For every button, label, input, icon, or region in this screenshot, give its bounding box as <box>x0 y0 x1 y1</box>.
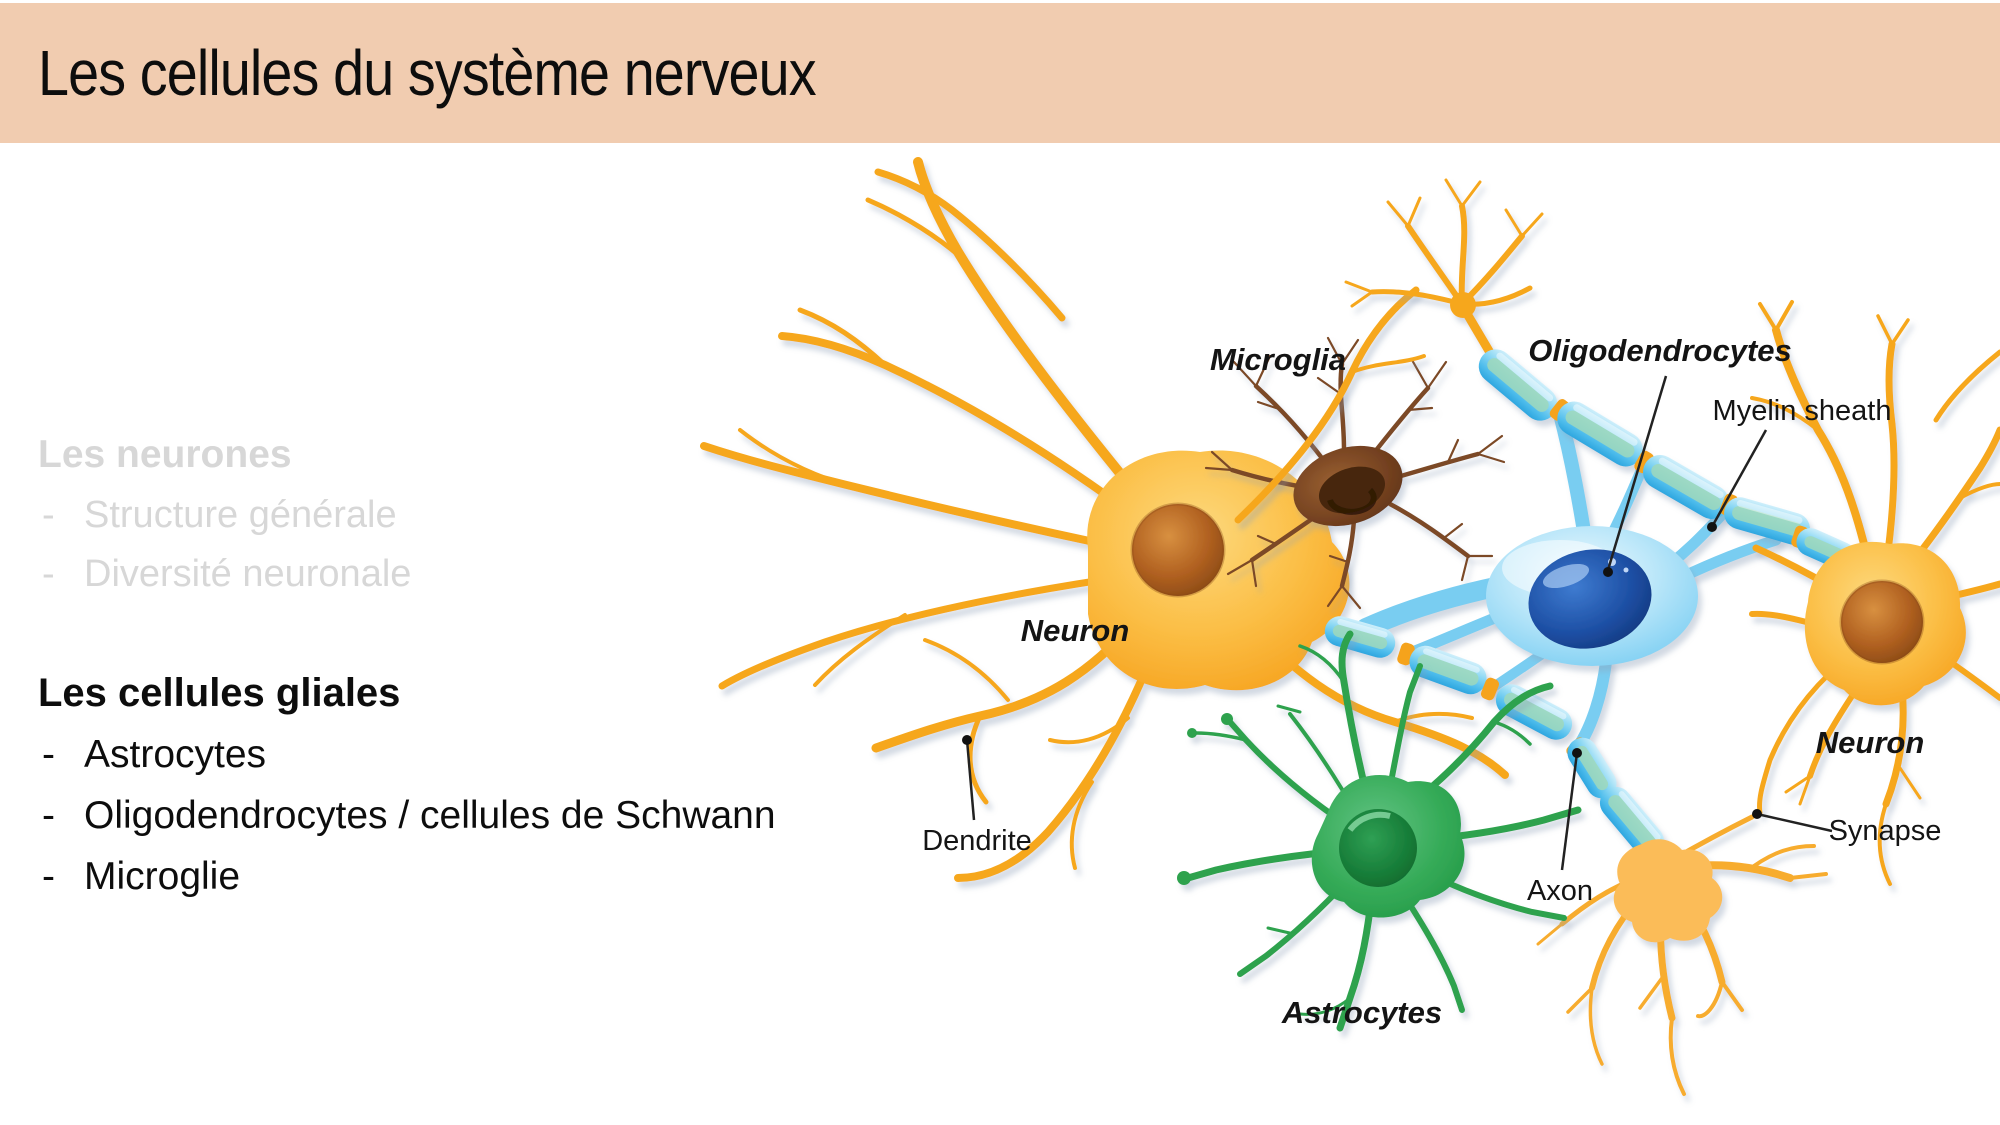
astrocyte-nucleus <box>1339 809 1417 887</box>
bullet-item-oligodendrocytes: - Oligodendrocytes / cellules de Schwann <box>38 785 776 846</box>
label-synapse: Synapse <box>1829 815 1942 847</box>
dendrite-target-dot <box>962 735 972 745</box>
label-oligodendrocytes: Oligodendrocytes <box>1528 333 1792 368</box>
bullet-item-microglie: - Microglie <box>38 846 776 907</box>
axon-target-dot <box>1572 748 1582 758</box>
pointer-dendrite-line <box>965 739 976 821</box>
bullet-label: Oligodendrocytes / cellules de Schwann <box>84 794 776 837</box>
neuron-top-dendrites <box>1344 178 1544 361</box>
pointer-synapse-line <box>1756 812 1833 833</box>
neuron-left-nucleus <box>1132 504 1224 596</box>
astrocyte-cell <box>1177 630 1582 1032</box>
pointer-oligodendrocytes-line <box>1606 375 1668 571</box>
bullet-item-diversite-neuronale: - Diversité neuronale <box>38 545 411 604</box>
neuron-right-nucleus <box>1841 581 1923 663</box>
neuron-right-cell <box>1749 300 2000 886</box>
label-microglia: Microglia <box>1210 342 1346 377</box>
pointer-dots <box>962 522 1762 819</box>
label-astrocytes: Astrocytes <box>1281 995 1442 1030</box>
bullet-dash: - <box>42 794 55 837</box>
label-neuron-right: Neuron <box>1816 725 1925 760</box>
oligodendrocytes-target-dot <box>1603 567 1613 577</box>
slide-title-bar: Les cellules du système nerveux <box>0 3 2000 143</box>
section-heading-gliales: Les cellules gliales <box>38 671 401 715</box>
myelin-sheath-chain-lower <box>1324 616 1665 858</box>
bullet-label: Microglie <box>84 855 241 898</box>
bullet-item-structure-generale: - Structure générale <box>38 486 411 545</box>
axon-terminal-tree <box>1536 814 1828 1096</box>
synapse-target-dot <box>1752 809 1762 819</box>
label-dendrite: Dendrite <box>922 825 1032 857</box>
label-neuron-left: Neuron <box>1021 613 1130 648</box>
pointer-axon-line <box>1560 752 1579 871</box>
pointer-myelin-sheath-line <box>1711 429 1768 526</box>
pointer-lines <box>965 375 1833 871</box>
bullet-label: Structure générale <box>84 494 397 536</box>
myelin-sheath-target-dot <box>1707 522 1717 532</box>
bullet-label: Astrocytes <box>84 733 267 776</box>
bullet-dash: - <box>42 733 55 776</box>
label-myelin-sheath: Myelin sheath <box>1713 395 1892 427</box>
bullet-item-astrocytes: - Astrocytes <box>38 724 776 785</box>
section-heading-neurones: Les neurones <box>38 433 292 476</box>
microglia-cell <box>1204 336 1506 610</box>
label-axon: Axon <box>1527 875 1593 907</box>
bullet-dash: - <box>42 855 55 898</box>
page-title: Les cellules du système nerveux <box>38 37 817 109</box>
neuron-left-cell <box>700 157 1509 882</box>
bullet-dash: - <box>42 494 55 536</box>
oligodendrocyte-cell-body <box>1486 526 1698 666</box>
bullet-dash: - <box>42 553 55 595</box>
section-les-neurones: Les neurones - Structure générale - Dive… <box>38 424 411 604</box>
neuron-left-crossing-branch <box>1234 286 1426 524</box>
bullet-label: Diversité neuronale <box>84 553 412 595</box>
section-cellules-gliales: Les cellules gliales - Astrocytes - Olig… <box>38 662 776 907</box>
